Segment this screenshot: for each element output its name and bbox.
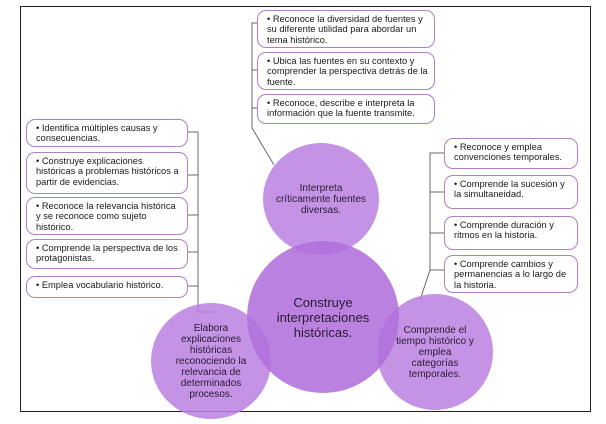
center-label: Construye interpretaciones históricas. [276,294,370,340]
circle-interpreta-fuentes: Interpreta críticamente fuentes diversas… [263,143,379,255]
right-item-3: • Comprende duración y ritmos en la hist… [444,216,578,250]
circle-left-label: Elabora explicaciones históricas reconoc… [175,322,247,400]
circle-construye-interpretaciones: Construye interpretaciones históricas. [247,241,399,393]
diagram-frame [20,6,591,412]
top-connector [251,22,275,166]
top-item-3: • Reconoce, describe e interpreta la inf… [257,94,435,124]
right-connector [419,152,444,301]
left-item-4: • Comprende la perspectiva de los protag… [26,239,188,269]
circle-right-label: Comprende el tiempo histórico y emplea c… [396,324,474,380]
top-item-1: • Reconoce la diversidad de fuentes y su… [257,10,435,48]
left-item-3: • Reconoce la relevancia histórica y se … [26,197,188,235]
circle-top-label: Interpreta críticamente fuentes diversas… [275,182,367,216]
top-item-2: • Ubica las fuentes en su contexto y com… [257,52,435,90]
right-item-4: • Comprende cambios y permanencias a lo … [444,255,578,293]
right-item-2: • Comprende la sucesión y la simultaneid… [444,175,578,209]
left-item-1: • Identifica múltiples causas y consecue… [26,119,188,147]
left-connector [188,131,215,313]
left-item-2: • Construye explicaciones históricas a p… [26,152,188,194]
right-item-1: • Reconoce y emplea convenciones tempora… [444,138,578,169]
left-item-5: • Emplea vocabulario histórico. [26,276,188,298]
